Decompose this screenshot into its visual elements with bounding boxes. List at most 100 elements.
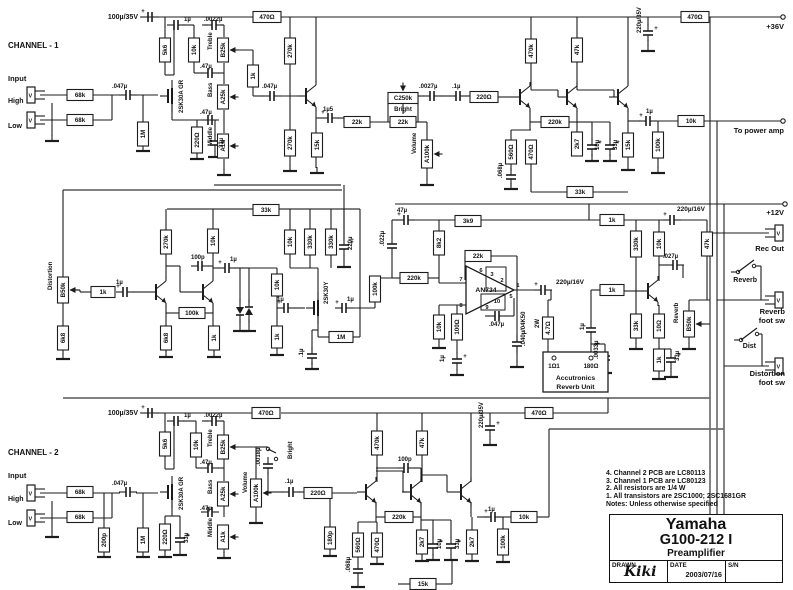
output-jack-icon xyxy=(774,357,784,375)
pot-arrow xyxy=(229,491,236,497)
pot-box xyxy=(420,139,434,169)
resistor-box xyxy=(283,229,297,255)
capacitor-polarity-mark: + xyxy=(463,354,467,360)
component-value-label: 33k xyxy=(261,207,272,214)
component-value-label: 22k xyxy=(473,253,484,260)
resistor-box xyxy=(652,313,666,339)
capacitor-polarity-mark: + xyxy=(484,509,488,515)
capacitor-polarity-mark: + xyxy=(321,110,325,116)
component-value-label: 10k xyxy=(656,238,663,249)
sn-cell: S/N xyxy=(726,561,782,582)
component-value-label: 1k xyxy=(656,356,663,363)
pot-arrow xyxy=(433,151,440,157)
component-value-label: 10k xyxy=(686,118,697,125)
notes-block: 4. Channel 2 PCB are LC80113 3. Channel … xyxy=(606,470,788,509)
schematic-label: 2SK30A GR xyxy=(179,476,185,510)
schematic-label: .0022µ xyxy=(204,413,223,419)
npn-transistor xyxy=(416,497,421,503)
resistor-box xyxy=(56,325,70,351)
schematic-label: 1µ xyxy=(116,280,123,286)
schematic-label: To power amp xyxy=(734,126,785,135)
resistor-box xyxy=(524,38,538,64)
resistor-box xyxy=(570,131,584,157)
input-jack-icon: V xyxy=(29,94,33,100)
pot-box xyxy=(216,481,230,507)
pot-box xyxy=(216,37,230,63)
reverb-terminal-label: 1Ω1 xyxy=(548,364,560,370)
resistor-box xyxy=(496,528,510,556)
npn-transistor xyxy=(623,102,628,108)
schematic-label: .0027µ xyxy=(419,84,438,90)
capacitor-polarity-mark: + xyxy=(496,421,500,427)
capacitor-polarity-mark: + xyxy=(141,405,145,411)
resistor-box xyxy=(599,213,625,227)
component-value-label: B25k xyxy=(220,439,227,454)
opamp-pin-number: 1 xyxy=(516,283,520,289)
npn-transistor xyxy=(305,84,317,94)
component-value-label: 10k xyxy=(210,235,217,246)
component-value-label: B25k xyxy=(220,42,227,57)
capacitor-polarity-mark: + xyxy=(397,212,401,218)
schematic-label: .022µ xyxy=(380,230,386,246)
schematic-label: .047µ xyxy=(489,322,505,328)
schematic-label: Distortion xyxy=(750,369,786,378)
schematic-label: Bass xyxy=(208,82,214,97)
pot-arrow xyxy=(229,94,236,100)
schematic-label: Reverb xyxy=(733,277,757,284)
component-value-label: 470Ω xyxy=(258,410,273,417)
npn-transistor xyxy=(572,102,577,108)
schematic-label: CHANNEL - 1 xyxy=(8,41,59,50)
resistor-box xyxy=(570,37,584,63)
component-value-label: 4.7Ω xyxy=(545,321,552,335)
resistor-box xyxy=(415,430,429,456)
component-value-label: 1k xyxy=(250,72,257,79)
component-value-label: 270k xyxy=(287,136,294,150)
schematic-label: 1µ xyxy=(440,355,446,362)
drawn-label: DRAWN xyxy=(612,562,636,569)
component-value-label: 470k xyxy=(374,436,381,450)
resistor-box xyxy=(343,115,371,129)
component-value-label: 2k7 xyxy=(574,138,581,149)
resistor-box xyxy=(464,249,492,263)
schematic-label: foot sw xyxy=(759,316,785,325)
resistor-box xyxy=(283,37,297,65)
diode-symbol xyxy=(245,308,253,315)
component-value-label: 1k xyxy=(609,287,616,294)
component-value-label: A25k xyxy=(220,89,227,104)
component-value-label: 15k xyxy=(314,139,321,150)
pot-box xyxy=(216,524,230,550)
terminal-circle xyxy=(780,14,786,20)
pot-box xyxy=(682,310,696,338)
component-value-label: 100k xyxy=(500,535,507,549)
resistor-box xyxy=(136,527,150,553)
opamp-pin-number: 10 xyxy=(494,299,500,305)
component-value-label: 1k xyxy=(609,217,616,224)
component-value-label: 470Ω xyxy=(531,410,546,417)
resistor-box xyxy=(504,139,518,165)
resistor-box xyxy=(206,228,220,254)
schematic-label: .1µ xyxy=(299,348,305,357)
component-value-label: 10k xyxy=(191,44,198,55)
schematic-label: .068µ xyxy=(346,556,352,572)
schematic-label: 220µ/35V xyxy=(479,402,485,428)
component-value-label: 5k6 xyxy=(162,44,169,55)
resistor-box xyxy=(370,532,384,558)
schematic-label: Middle xyxy=(208,126,214,146)
reverb-unit-terminal xyxy=(588,355,594,361)
component-value-label: 100Ω xyxy=(454,319,461,334)
schematic-label: Volume xyxy=(412,132,418,154)
pot-arrow xyxy=(229,534,236,540)
component-value-label: A100k xyxy=(424,144,431,163)
schematic-label: .47µ xyxy=(200,506,212,512)
title-area: Yamaha G100-212 I Preamplifier xyxy=(610,515,782,561)
component-value-label: 15k xyxy=(418,581,429,588)
resistor-box xyxy=(190,126,204,154)
schematic-label: Low xyxy=(8,123,23,130)
capacitor-polarity-mark: + xyxy=(663,212,667,218)
schematic-label: High xyxy=(8,98,24,105)
switch-icon xyxy=(267,448,277,454)
input-jack-icon: V xyxy=(29,119,33,125)
schematic-label: .1µ xyxy=(285,479,294,485)
component-value-label: 6k8 xyxy=(60,332,67,343)
schematic-label: 2SK30A GR xyxy=(179,79,185,113)
